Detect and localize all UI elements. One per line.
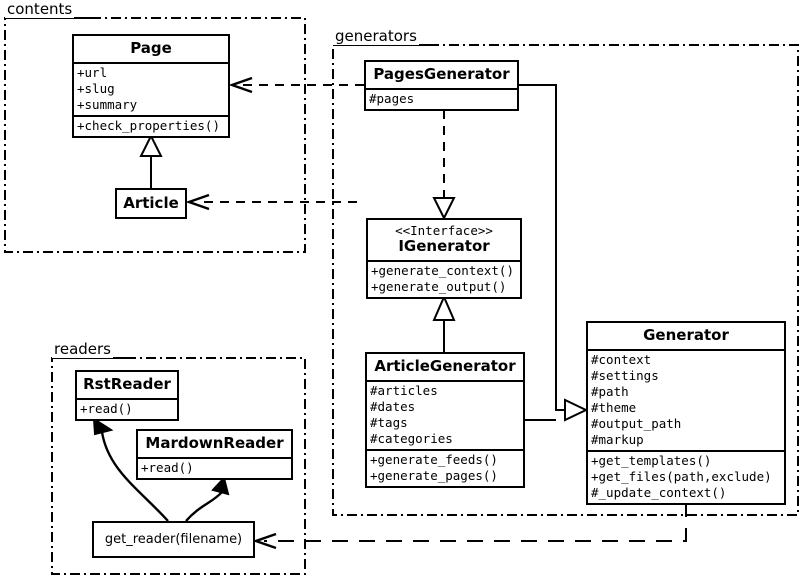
class-box-articlegenerator[interactable]: ArticleGenerator #articles #dates #tags … — [365, 352, 525, 488]
operation-item: +generate_pages() — [370, 467, 498, 483]
attribute-item: +slug — [77, 80, 115, 96]
attribute-item: +summary — [77, 96, 138, 112]
operation-item: +get_files(path,exclude) — [591, 468, 772, 484]
relation-generator-depends-getreader — [252, 501, 687, 550]
class-attributes-generator: #context #settings #path #theme #output_… — [588, 348, 784, 450]
class-operations-page: +check_properties() — [74, 114, 228, 136]
operation-item: +get_templates() — [591, 452, 712, 468]
class-operations-mardownreader: +read() — [138, 456, 291, 478]
attribute-item: #articles — [370, 382, 438, 398]
class-operations-articlegenerator: +generate_feeds() +generate_pages() — [367, 448, 523, 486]
operation-item: +generate_feeds() — [370, 451, 498, 467]
class-title-rstreader: RstReader — [83, 375, 171, 393]
class-box-igenerator[interactable]: <<Interface>> IGenerator +generate_conte… — [366, 218, 522, 300]
attribute-item: #pages — [369, 90, 415, 106]
operation-item: +check_properties() — [77, 117, 220, 133]
class-attributes-pagesgenerator: #pages — [366, 87, 517, 109]
relation-articlegenerator-realizes-igenerator — [432, 294, 456, 352]
attribute-item: #theme — [591, 399, 637, 415]
class-operations-rstreader: +read() — [77, 397, 177, 419]
package-label-contents: contents — [5, 0, 75, 18]
package-label-generators: generators — [333, 27, 419, 45]
operation-item: +read() — [141, 459, 194, 475]
function-box-get-reader[interactable]: get_reader(filename) — [92, 521, 255, 558]
class-title-article: Article — [123, 194, 179, 213]
class-attributes-articlegenerator: #articles #dates #tags #categories — [367, 379, 523, 449]
class-box-rstreader[interactable]: RstReader +read() — [75, 370, 179, 421]
class-stereotype-igenerator: <<Interface>> — [395, 223, 493, 238]
relation-article-inherits-page — [139, 133, 163, 188]
attribute-item: #markup — [591, 431, 644, 447]
package-label-readers: readers — [52, 340, 113, 358]
relation-pagesgenerator-depends-page — [228, 76, 364, 94]
attribute-item: #settings — [591, 367, 659, 383]
class-title-mardownreader: MardownReader — [145, 434, 284, 452]
operation-item: +generate_output() — [371, 279, 507, 295]
class-box-generator[interactable]: Generator #context #settings #path #them… — [586, 321, 786, 505]
class-box-mardownreader[interactable]: MardownReader +read() — [136, 429, 293, 480]
class-title-igenerator: <<Interface>> IGenerator — [368, 220, 520, 260]
function-label-get-reader: get_reader(filename) — [104, 532, 243, 547]
class-name-igenerator: IGenerator — [398, 237, 490, 256]
class-box-pagesgenerator[interactable]: PagesGenerator #pages — [364, 60, 519, 111]
class-box-article[interactable]: Article — [115, 188, 187, 219]
attribute-item: #context — [591, 351, 652, 367]
operation-item: +generate_context() — [371, 263, 514, 279]
operation-item: #_update_context() — [591, 484, 727, 500]
attribute-item: +url — [77, 64, 108, 80]
class-operations-igenerator: +generate_context() +generate_output() — [368, 260, 520, 297]
class-title-pagesgenerator: PagesGenerator — [373, 65, 510, 83]
class-title-page: Page — [130, 39, 172, 57]
attribute-item: #output_path — [591, 415, 682, 431]
relation-articlegenerator-depends-article — [185, 193, 357, 211]
operation-item: +read() — [80, 400, 133, 416]
class-title-articlegenerator: ArticleGenerator — [374, 357, 516, 375]
attribute-item: #dates — [370, 398, 416, 414]
relation-pagesgenerator-realizes-igenerator — [432, 110, 456, 221]
class-title-generator: Generator — [643, 326, 729, 344]
class-operations-generator: +get_templates() +get_files(path,exclude… — [588, 449, 784, 503]
attribute-item: #tags — [370, 414, 408, 430]
class-box-page[interactable]: Page +url +slug +summary +check_properti… — [72, 34, 230, 138]
relation-getreader-returns-mardownreader — [185, 475, 230, 522]
class-attributes-page: +url +slug +summary — [74, 61, 228, 115]
relation-generators-extend-generator — [519, 84, 589, 422]
attribute-item: #categories — [370, 430, 453, 446]
attribute-item: #path — [591, 383, 629, 399]
